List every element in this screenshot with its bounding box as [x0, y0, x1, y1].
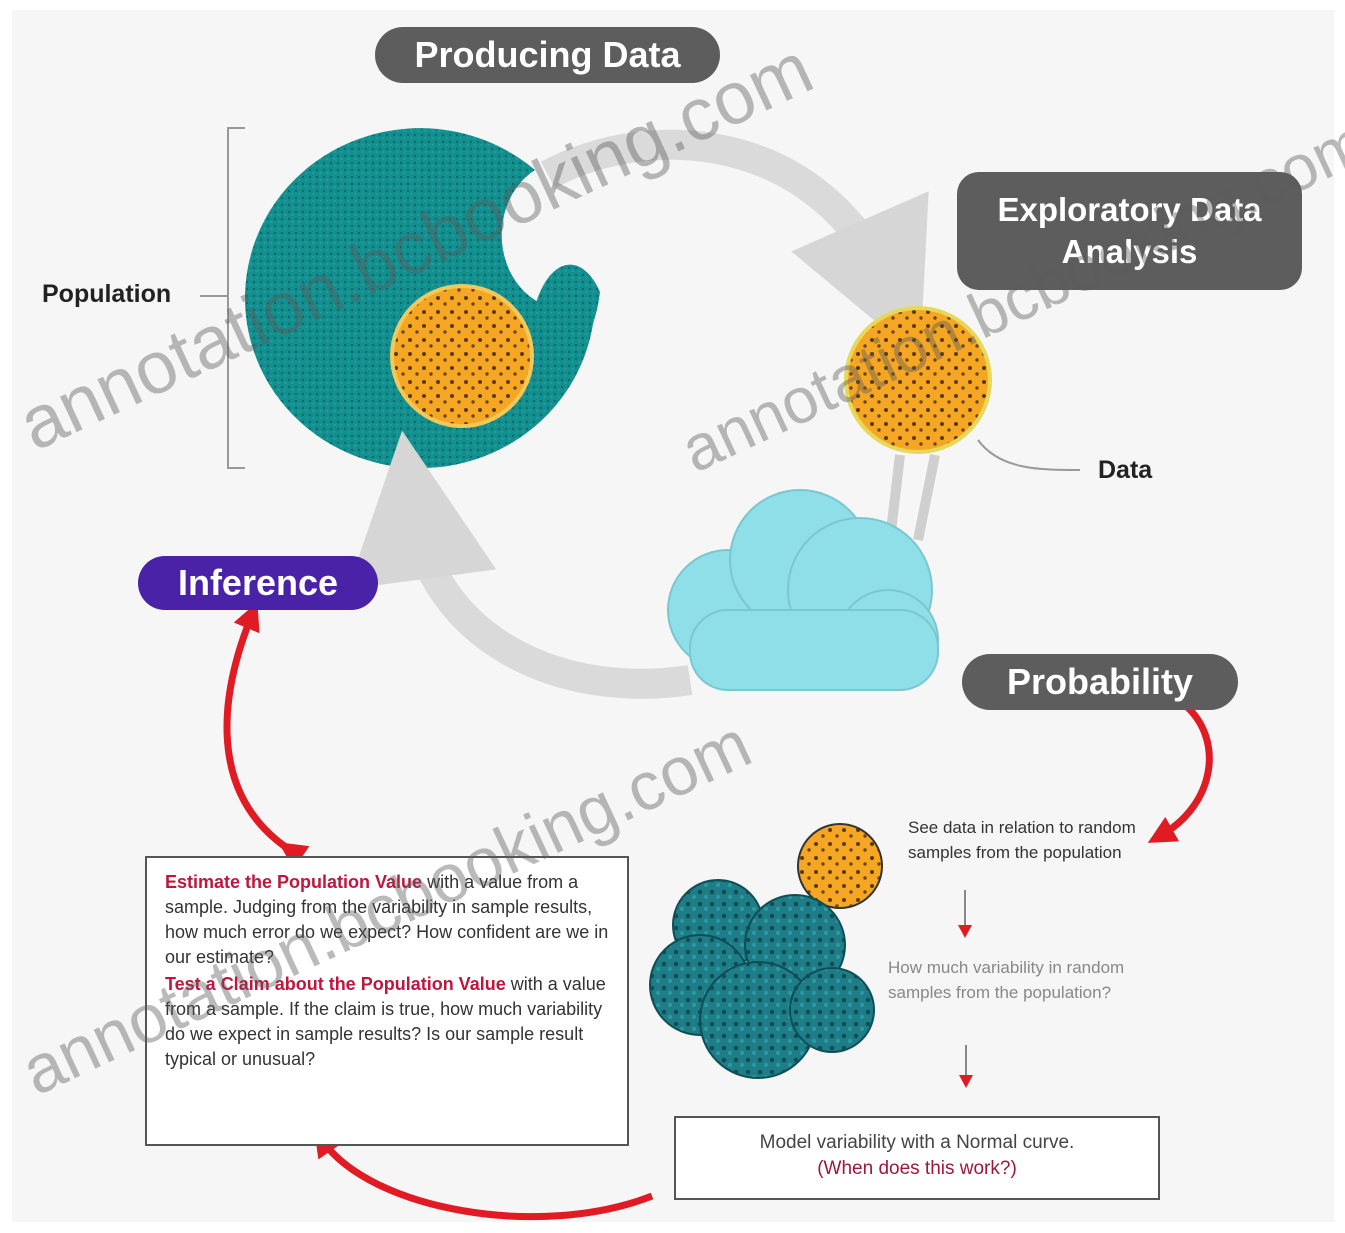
normal-curve-line-1: Model variability with a Normal curve. — [759, 1132, 1075, 1153]
inference-text-box: Estimate the Population Value with a val… — [145, 856, 629, 1146]
normal-curve-box: Model variability with a Normal curve. (… — [674, 1116, 1160, 1200]
step-arrow-2-head — [959, 1075, 973, 1088]
population-bracket — [227, 127, 245, 469]
exploratory-data-analysis-pill: Exploratory Data Analysis — [957, 172, 1302, 290]
data-label: Data — [1098, 456, 1153, 484]
population-label: Population — [42, 280, 172, 308]
arrow-cloud-to-population — [347, 430, 693, 699]
estimate-paragraph: Estimate the Population Value with a val… — [165, 870, 613, 970]
data-leader — [977, 439, 1081, 471]
random-samples-blob — [649, 879, 875, 1079]
red-arrow-probability — [1147, 702, 1213, 843]
sample-circle — [390, 284, 534, 428]
inference-pill: Inference — [138, 556, 378, 610]
data-circle — [844, 306, 992, 454]
probability-cloud — [667, 489, 939, 691]
red-arrow-inference — [223, 602, 310, 870]
probability-pill: Probability — [962, 654, 1238, 710]
step-arrow-1-head — [958, 925, 972, 938]
test-text: with a value from a sample. If the claim… — [165, 974, 606, 1069]
test-paragraph: Test a Claim about the Population Value … — [165, 972, 613, 1072]
normal-curve-line-2: (When does this work?) — [817, 1158, 1017, 1179]
arrow-producing-to-eda — [540, 129, 929, 359]
connector-data-cloud-b — [913, 454, 940, 541]
estimate-text: with a value from a sample. Judging from… — [165, 872, 609, 967]
probability-step-1: See data in relation to random samples f… — [908, 818, 1136, 862]
probability-step-2: How much variability in random samples f… — [888, 958, 1125, 1002]
estimate-heading: Estimate the Population Value — [165, 872, 423, 892]
small-sample-circle — [797, 823, 883, 909]
producing-data-pill: Producing Data — [375, 27, 720, 83]
population-circle-right-lobe — [529, 264, 600, 400]
test-heading: Test a Claim about the Population Value — [165, 974, 506, 994]
red-arrow-normal-to-inference — [314, 1128, 654, 1221]
